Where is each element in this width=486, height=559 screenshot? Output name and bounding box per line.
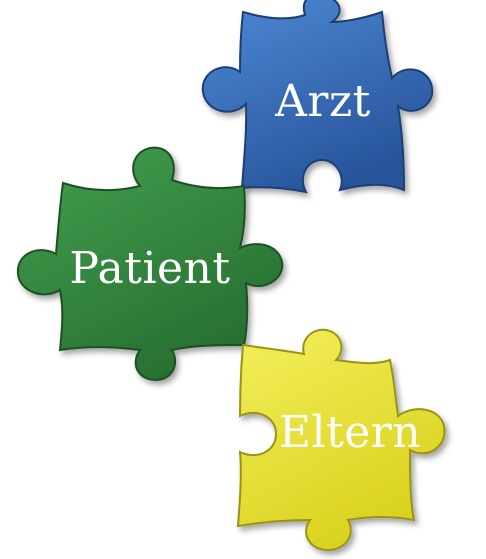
puzzle-label-arzt: Arzt [274,76,371,127]
puzzle-piece-eltern-shape [236,328,446,552]
puzzle-label-eltern: Eltern [279,407,421,458]
puzzle-label-patient: Patient [69,243,230,294]
puzzle-piece-arzt: Arzt [201,0,434,194]
puzzle-piece-arzt-shape [201,0,434,194]
puzzle-piece-patient: Patient [16,146,284,382]
puzzle-piece-eltern: Eltern [236,328,446,552]
